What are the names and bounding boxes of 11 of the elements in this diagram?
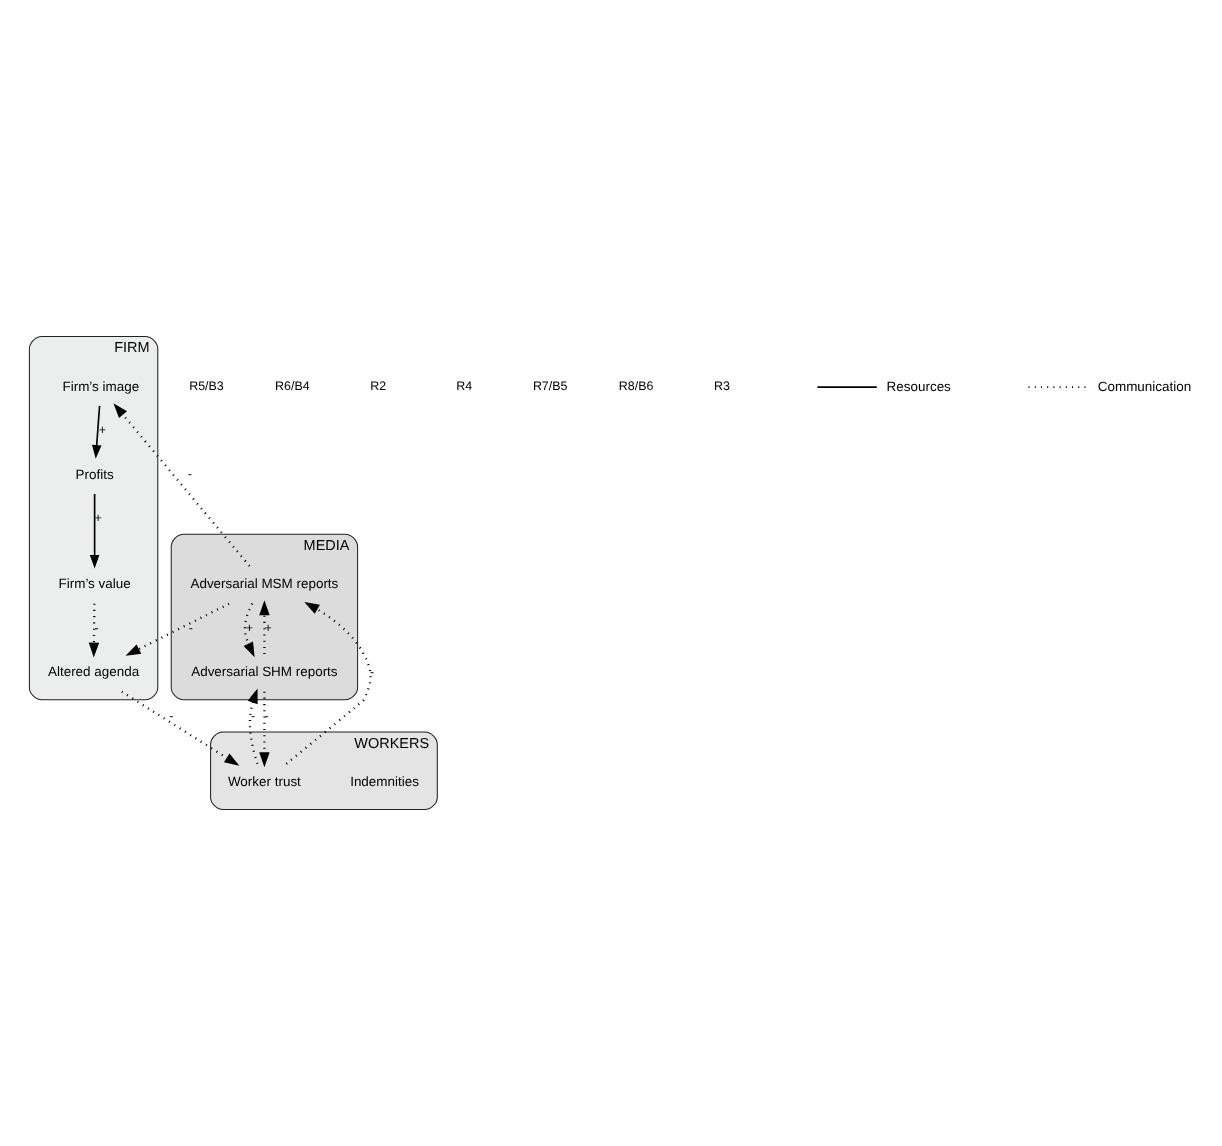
arrow	[259, 691, 270, 768]
arrow	[121, 690, 240, 766]
arrow	[125, 602, 230, 656]
arrow	[113, 403, 251, 567]
arrow	[89, 493, 100, 569]
arrow	[285, 601, 372, 765]
arrow	[259, 600, 270, 655]
arrow	[243, 603, 255, 658]
arrow	[88, 603, 100, 658]
arrow	[91, 405, 102, 459]
arrow	[247, 688, 259, 765]
